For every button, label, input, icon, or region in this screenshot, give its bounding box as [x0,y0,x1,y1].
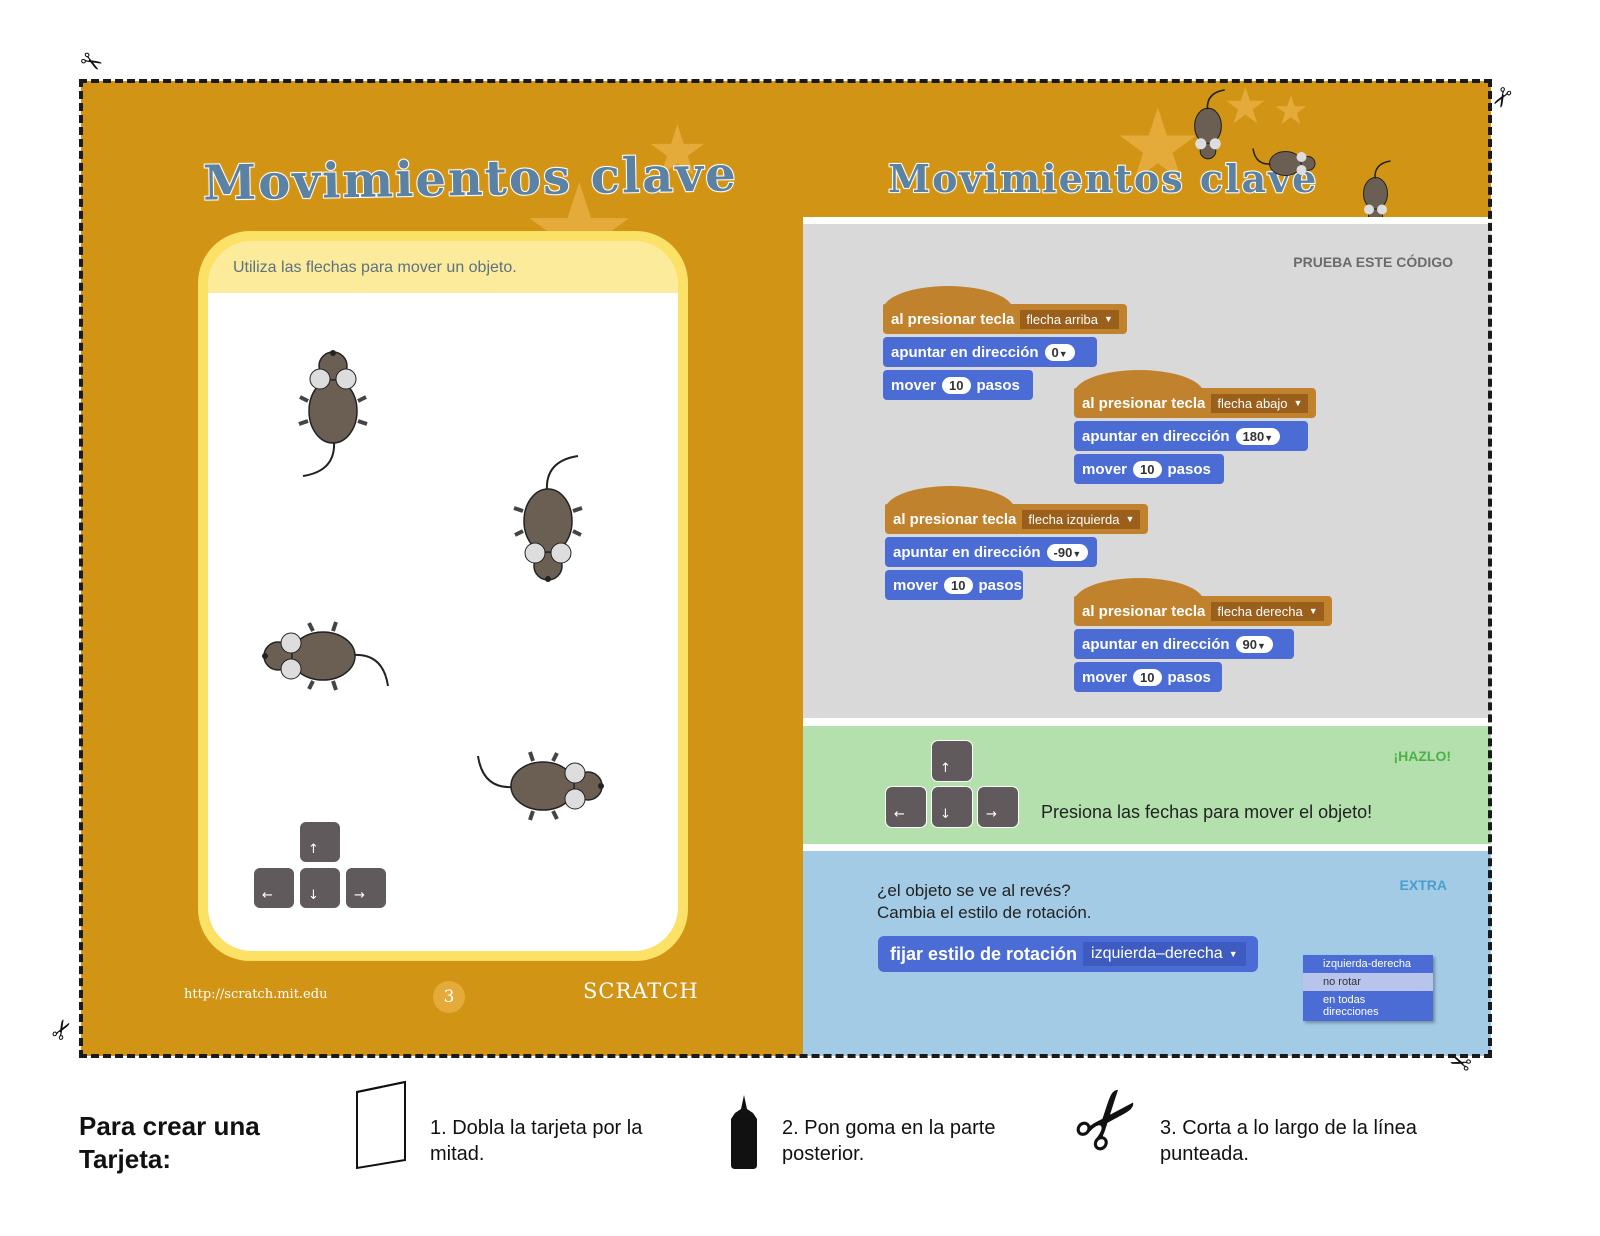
point-in-direction-block[interactable]: apuntar en dirección-90▼ [885,537,1097,567]
step-1-text: 1. Dobla la tarjeta por la mitad. [430,1117,643,1165]
down-arrow-key: ↓ [299,867,341,909]
up-arrow-key: ↑ [931,740,973,782]
menu-option-all-around[interactable]: en todas direcciones [1303,991,1433,1021]
star-decoration: ★ [1223,81,1268,135]
scissors-icon: ✂ [1052,1065,1164,1174]
page-title: Movimientos clave [887,155,1319,202]
mouse-header-icon [1252,148,1316,176]
instruction-text: Utiliza las flechas para mover un objeto… [208,241,678,293]
code-section-label: PRUEBA ESTE CÓDIGO [1293,254,1453,270]
direction-input[interactable]: -90▼ [1046,543,1089,561]
steps-input[interactable]: 10 [944,576,973,594]
scratch-logo: SCRATCH [583,979,699,1003]
key-dropdown[interactable]: flecha derecha▼ [1211,601,1324,621]
menu-option-no-rotate[interactable]: no rotar [1303,973,1433,991]
do-it-label: ¡HAZLO! [1393,748,1451,764]
right-page: ★ ★ ★ Movimientos clave [803,81,1491,1056]
activity-card: ★ ★ Movimientos clave Utiliza las flecha… [81,81,1491,1056]
set-rotation-style-block[interactable]: fijar estilo de rotación izquierda–derec… [878,933,1258,972]
extra-label: EXTRA [1399,877,1447,893]
rotation-style-menu: izquierda-derecha no rotar en todas dire… [1303,955,1433,1021]
extra-line-1: ¿el objeto se ve al revés? [877,881,1071,900]
sprite-stage-card: Utiliza las flechas para mover un objeto… [198,231,688,961]
do-it-text: Presiona las fechas para mover el objeto… [1041,802,1373,822]
glue-bottle-icon [731,1095,757,1169]
scissors-icon: ✂ [44,1013,82,1047]
steps-input[interactable]: 10 [1133,460,1162,478]
right-arrow-key: → [345,867,387,909]
extra-section: EXTRA ¿el objeto se ve al revés? Cambia … [803,851,1491,1056]
star-decoration: ★ [646,110,709,192]
extra-line-2: Cambia el estilo de rotación. [877,903,1092,922]
direction-input[interactable]: 180▼ [1235,427,1281,445]
page-title: Movimientos clave [202,145,740,212]
folded-card-icon [356,1080,406,1170]
mouse-down-icon [513,455,583,582]
do-it-section: ¡HAZLO! ↑ ← ↓ → Presiona las fechas para… [803,726,1491,844]
up-arrow-key: ↑ [299,821,341,863]
menu-option-left-right[interactable]: izquierda-derecha [1303,955,1433,973]
page-number: 3 [433,981,465,1013]
star-decoration: ★ [1113,87,1203,204]
step-2-text: 2. Pon goma en la parte posterior. [782,1117,996,1165]
key-dropdown[interactable]: flecha abajo▼ [1211,393,1309,413]
mouse-left-icon [262,621,389,691]
star-decoration: ★ [1273,88,1309,134]
rotation-style-dropdown[interactable]: izquierda–derecha▼ [1083,942,1246,966]
right-header: ★ ★ ★ Movimientos clave [803,81,1491,217]
mouse-header-icon [1363,160,1391,217]
direction-input[interactable]: 0▼ [1044,343,1075,361]
key-dropdown[interactable]: flecha izquierda▼ [1022,509,1141,529]
mouse-right-icon [477,751,604,821]
direction-input[interactable]: 90▼ [1235,635,1273,653]
down-arrow-key: ↓ [931,786,973,828]
left-arrow-key: ← [885,786,927,828]
steps-input[interactable]: 10 [1133,668,1162,686]
steps-input[interactable]: 10 [942,376,971,394]
instructions-heading: Para crear una Tarjeta: [79,1111,260,1174]
scissors-icon: ✂ [73,44,108,82]
mouse-header-icon [1194,89,1225,160]
left-arrow-key: ← [253,867,295,909]
footer-url: http://scratch.mit.edu [184,987,328,1002]
instructions-strip: Para crear una Tarjeta: 1. Dobla la tarj… [0,1065,1600,1230]
right-arrow-key: → [977,786,1019,828]
left-page: ★ ★ Movimientos clave Utiliza las flecha… [81,81,803,1056]
key-dropdown[interactable]: flecha arriba▼ [1020,309,1119,329]
mouse-up-icon [298,350,368,477]
step-3-text: 3. Corta a lo largo de la línea punteada… [1160,1117,1417,1165]
